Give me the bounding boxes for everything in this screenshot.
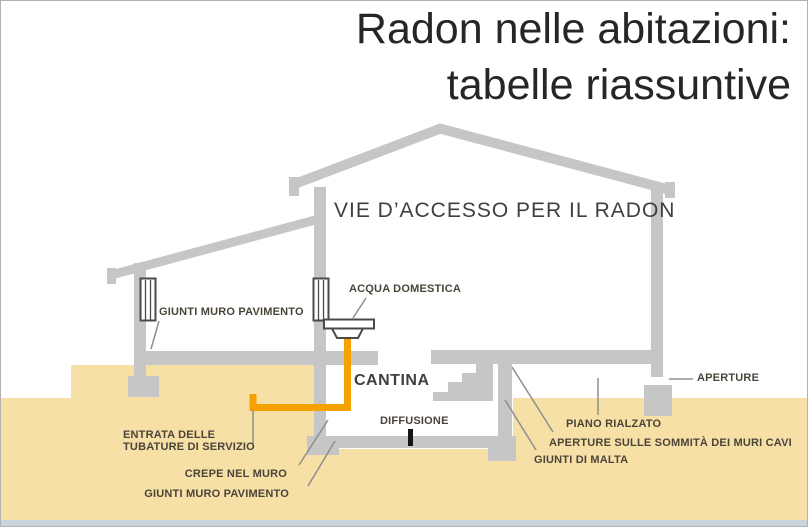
diffusion-arrow — [408, 429, 413, 446]
radiator-right — [312, 277, 330, 322]
label-diffusione: DIFFUSIONE — [380, 415, 449, 427]
leanto-eave — [107, 268, 116, 284]
label-entrata-line1: ENTRATA DELLE — [123, 429, 216, 441]
label-piano-rialzato: PIANO RIALZATO — [566, 418, 662, 430]
right-footing — [644, 385, 672, 416]
stairs — [433, 364, 493, 401]
label-acqua-domestica: ACQUA DOMESTICA — [349, 283, 461, 295]
radiator-left — [139, 277, 157, 322]
leader-giunti-malta — [504, 399, 537, 451]
label-cantina: CANTINA — [354, 372, 430, 389]
ground-floor-slab — [134, 351, 378, 365]
right-wall — [651, 185, 663, 365]
footer-bar — [1, 520, 807, 526]
label-aperture: APERTURE — [697, 372, 760, 384]
leader-giunti-bottom — [307, 440, 336, 487]
leader-aperture-sommita — [511, 366, 554, 433]
cavity-wall-pier — [498, 364, 512, 440]
main-roof-left — [290, 123, 444, 190]
main-roof-right — [436, 123, 676, 196]
diagram-heading: VIE D’ACCESSO PER IL RADON — [334, 199, 676, 222]
leader-crepe — [298, 419, 329, 466]
basement-footing-right — [488, 436, 516, 461]
service-pipe — [249, 337, 351, 411]
left-footing — [128, 376, 159, 397]
main-eave-right — [665, 182, 675, 198]
label-entrata-line2: TUBATURE DI SERVIZIO — [123, 441, 255, 453]
title-line-2: tabelle riassuntive — [446, 61, 791, 109]
right-wall-stub — [651, 364, 663, 377]
label-entrata-tubature: ENTRATA DELLE TUBATURE DI SERVIZIO — [123, 429, 255, 453]
label-giunti-di-malta: GIUNTI DI MALTA — [534, 454, 629, 466]
label-giunti-muro-pavimento-bottom: GIUNTI MURO PAVIMENTO — [144, 488, 289, 500]
leader-lines — [150, 297, 693, 487]
label-aperture-sommita: APERTURE SULLE SOMMITÀ DEI MURI CAVI — [549, 437, 792, 449]
leader-giunti-top — [150, 320, 160, 350]
main-eave-left — [289, 177, 299, 196]
page-title: Radon nelle abitazioni: tabelle riassunt… — [356, 1, 791, 113]
raised-floor-slab — [431, 350, 658, 364]
sink — [323, 318, 375, 339]
title-line-1: Radon nelle abitazioni: — [355, 5, 791, 53]
label-giunti-muro-pavimento-top: GIUNTI MURO PAVIMENTO — [159, 306, 304, 318]
ground-raised-left — [71, 365, 333, 399]
leader-acqua — [352, 297, 367, 319]
label-crepe-nel-muro: CREPE NEL MURO — [184, 468, 287, 480]
